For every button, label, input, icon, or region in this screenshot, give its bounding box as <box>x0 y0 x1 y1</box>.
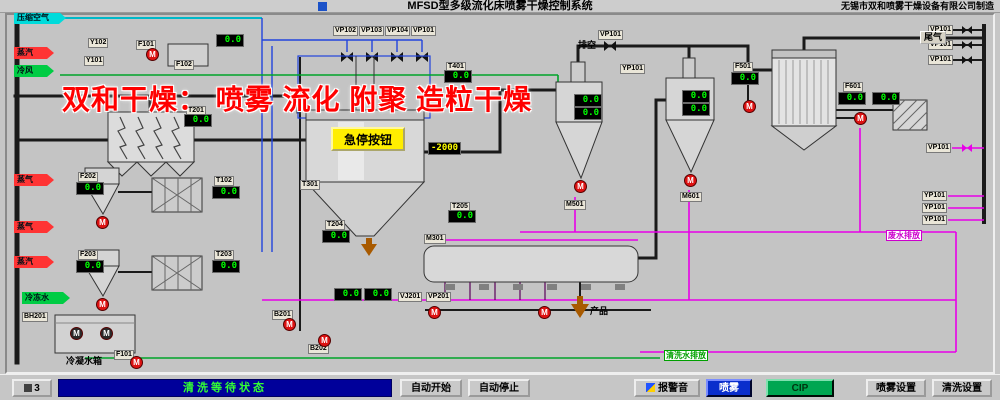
value-display: 0.0 <box>212 186 240 199</box>
auto-start-button[interactable]: 自动开始 <box>400 379 462 397</box>
device-tag: VP102 <box>333 26 359 36</box>
device-tag: Y102 <box>88 38 109 48</box>
cip-button[interactable]: CIP <box>766 379 834 397</box>
value-display: 0.0 <box>322 230 350 243</box>
device-tag: VP201 <box>426 292 452 302</box>
device-tag: VP103 <box>359 26 385 36</box>
diagram-label: 尾气 <box>920 31 947 44</box>
title-bar: MFSD型多级流化床喷雾干燥控制系统 无锡市双和喷雾干燥设备有限公司制造 <box>0 0 1000 13</box>
alarm-sound-label: 报警音 <box>658 382 688 394</box>
device-tag: F203 <box>78 250 98 260</box>
pump-icon[interactable]: M <box>684 174 697 187</box>
status-bar: 清洗等待状态 <box>58 379 392 397</box>
device-tag: YP101 <box>922 203 948 213</box>
alarm-sound-icon <box>646 382 655 392</box>
diagram-label: 废水排放 <box>886 230 922 241</box>
value-display: 0.0 <box>872 92 900 105</box>
device-tag: T301 <box>300 180 320 190</box>
value-display: 0.0 <box>212 260 240 273</box>
pump-icon[interactable]: M <box>854 112 867 125</box>
device-tag: M501 <box>564 200 586 210</box>
stream-arrow: 蒸气 <box>14 221 54 233</box>
value-display: 0.0 <box>731 72 759 85</box>
pump-icon[interactable]: M <box>130 356 143 369</box>
footer-bar: 3 清洗等待状态 自动开始 自动停止 报警音 喷雾 CIP 喷雾设置 清洗设置 <box>0 374 1000 400</box>
device-tag: T102 <box>214 176 234 186</box>
pump-icon[interactable]: M <box>538 306 551 319</box>
device-tag: YP101 <box>620 64 646 74</box>
value-display: 0.0 <box>216 34 244 47</box>
stream-arrow: 压缩空气 <box>14 12 66 24</box>
device-tag: YP101 <box>922 191 948 201</box>
spray-settings-button[interactable]: 喷雾设置 <box>866 379 926 397</box>
title-icon <box>318 2 327 11</box>
value-display: 0.0 <box>184 114 212 127</box>
pump-icon[interactable]: M <box>96 298 109 311</box>
diagram-label: 清洗水排放 <box>664 350 708 361</box>
device-tag: VP101 <box>411 26 437 36</box>
device-tag: VP101 <box>926 143 952 153</box>
device-tag: F102 <box>174 60 194 70</box>
device-tag: VJ201 <box>398 292 423 302</box>
pump-icon[interactable]: M <box>318 334 331 347</box>
device-tag: BH201 <box>22 312 48 322</box>
alarm-sound-button[interactable]: 报警音 <box>634 379 700 397</box>
value-display: 0.0 <box>334 288 362 301</box>
diagram-label: 排空 <box>578 40 597 50</box>
pump-icon[interactable]: M <box>743 100 756 113</box>
stream-arrow: 冷风 <box>14 65 54 77</box>
value-display: 0.0 <box>448 210 476 223</box>
value-display: 0.0 <box>76 182 104 195</box>
clean-settings-button[interactable]: 清洗设置 <box>932 379 992 397</box>
value-display: 0.0 <box>574 94 602 107</box>
value-display: -2000 <box>428 142 462 155</box>
pump-icon[interactable]: M <box>146 48 159 61</box>
device-tag: VP104 <box>385 26 411 36</box>
diagram-label: 产品 <box>590 306 609 316</box>
value-display: 0.0 <box>444 70 472 83</box>
device-tag: T204 <box>325 220 345 230</box>
auto-stop-button[interactable]: 自动停止 <box>468 379 530 397</box>
diagram-label: 冷凝水箱 <box>66 356 103 366</box>
page-icon <box>24 383 33 392</box>
page-number: 3 <box>34 382 40 394</box>
page-title: MFSD型多级流化床喷雾干燥控制系统 <box>407 0 593 12</box>
device-tag: F601 <box>843 82 863 92</box>
device-tag: M301 <box>424 234 446 244</box>
pump-icon[interactable]: M <box>96 216 109 229</box>
pump-icon[interactable]: M <box>574 180 587 193</box>
stream-arrow: 蒸汽 <box>14 47 54 59</box>
value-display: 0.0 <box>364 288 392 301</box>
device-tag: Y101 <box>84 56 105 66</box>
device-tag: T203 <box>214 250 234 260</box>
value-display: 0.0 <box>682 103 710 116</box>
page-button[interactable]: 3 <box>12 379 52 397</box>
device-tag: YP101 <box>922 215 948 225</box>
device-tag: F101 <box>136 40 156 50</box>
emergency-stop-button[interactable]: 急停按钮 <box>331 127 405 151</box>
device-tag: VP101 <box>928 55 954 65</box>
pump-icon[interactable]: M <box>428 306 441 319</box>
value-display: 0.0 <box>682 90 710 103</box>
device-tag: M601 <box>680 192 702 202</box>
diagram-area <box>5 13 995 374</box>
value-display: 0.0 <box>574 107 602 120</box>
value-display: 0.0 <box>76 260 104 273</box>
pump-icon[interactable]: M <box>100 327 113 340</box>
pump-icon[interactable]: M <box>283 318 296 331</box>
pump-icon[interactable]: M <box>70 327 83 340</box>
manufacturer-label: 无锡市双和喷雾干燥设备有限公司制造 <box>840 1 994 11</box>
device-tag: F202 <box>78 172 98 182</box>
spray-button[interactable]: 喷雾 <box>706 379 752 397</box>
stream-arrow: 蒸汽 <box>14 256 54 268</box>
stream-arrow: 冷冻水 <box>22 292 70 304</box>
value-display: 0.0 <box>838 92 866 105</box>
device-tag: VP101 <box>598 30 624 40</box>
stream-arrow: 蒸气 <box>14 174 54 186</box>
device-tag: F501 <box>733 62 753 72</box>
